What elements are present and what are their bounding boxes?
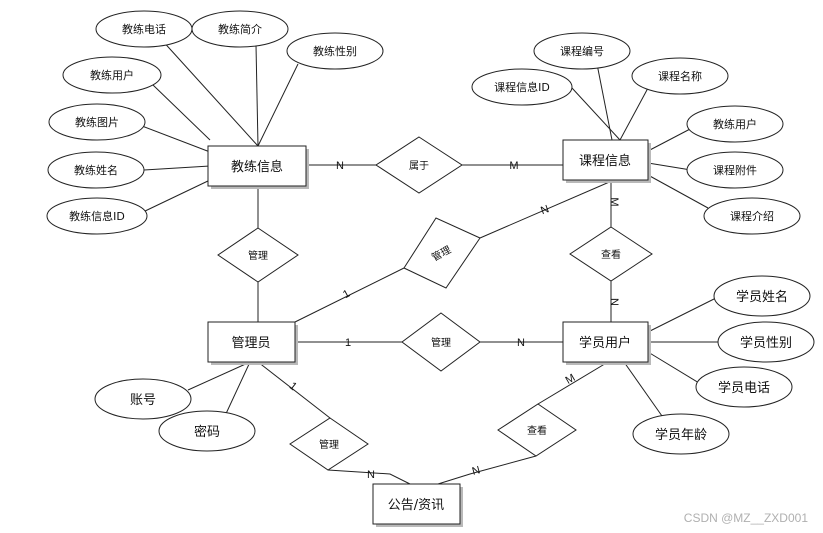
attribute-account-label: 账号: [130, 393, 156, 408]
cardinality-belongs-course: M: [509, 160, 518, 172]
attribute-coach-name: [47, 151, 145, 189]
attribute-coach-gender-label: 教练性别: [313, 44, 357, 58]
attribute-student-phone: [695, 366, 793, 408]
attribute-student-age: [632, 413, 730, 455]
attribute-coach-image: [48, 103, 146, 141]
attribute-coach-gender: [286, 32, 384, 70]
attribute-coach-user: [62, 56, 162, 94]
attribute-student-age-label: 学员年龄: [655, 427, 707, 443]
attribute-course-attachment: [686, 151, 784, 189]
cardinality-manage-student: N: [517, 337, 525, 349]
cardinality-view-student: N: [608, 298, 620, 306]
attribute-coach-id-label: 教练信息ID: [69, 209, 125, 223]
student-attributes: 学员姓名 学员性别 学员电话 学员年龄: [632, 275, 815, 455]
relationship-student-notice: [497, 403, 577, 457]
attribute-course-attachment-label: 课程附件: [713, 163, 757, 177]
attribute-coach-intro-label: 教练简介: [218, 22, 262, 36]
attribute-coach-intro: [191, 10, 289, 48]
cardinality-diag-course: N: [539, 203, 551, 217]
attribute-coach-name-label: 教练姓名: [74, 163, 118, 177]
relationship-admin-coach-label: 管理: [248, 249, 268, 262]
cardinality-student-notice: M: [564, 372, 578, 387]
relationship-admin-notice-label: 管理: [319, 438, 339, 451]
entity-coach: [207, 145, 307, 187]
attribute-account: [94, 378, 192, 420]
coach-attributes: 教练电话 教练简介 教练性别 教练用户 教练图片 教练姓名 教练信息ID: [46, 10, 384, 235]
relationship-student-course: [569, 226, 653, 282]
cardinality-admin-notice: 1: [287, 380, 299, 393]
cardinality-admin-diag: 1: [341, 288, 352, 301]
relationship-belongs: [375, 136, 463, 194]
attribute-student-gender: [717, 321, 815, 363]
attribute-coach-user-label: 教练用户: [90, 68, 134, 82]
attribute-password-label: 密码: [194, 424, 220, 440]
attribute-course-id: [471, 68, 573, 106]
attribute-student-name: [713, 275, 811, 317]
relationship-admin-coach: [217, 227, 299, 283]
attribute-course-no-label: 课程编号: [560, 44, 604, 58]
entity-coach-label: 教练信息: [231, 159, 283, 175]
entity-admin-label: 管理员: [231, 336, 270, 351]
relationships: 属于 管理 管理 查看 管理 管理 查看: [217, 136, 653, 471]
attribute-course-name: [631, 57, 729, 95]
cardinality-manage-notice: N: [367, 469, 375, 481]
attribute-course-id-label: 课程信息ID: [494, 80, 550, 94]
watermark: CSDN @MZ__ZXD001: [684, 511, 809, 525]
admin-attributes: 账号 密码: [94, 378, 256, 452]
relationship-belongs-label: 属于: [409, 160, 429, 172]
attribute-course-desc-label: 课程介绍: [730, 209, 774, 223]
attribute-coach-image-label: 教练图片: [75, 115, 119, 129]
attribute-course-desc: [703, 197, 801, 235]
attribute-coach-id: [46, 197, 148, 235]
entity-course-label: 课程信息: [579, 153, 631, 169]
cardinality-view-notice: N: [471, 464, 482, 478]
attribute-student-phone-label: 学员电话: [718, 380, 770, 396]
course-attributes: 课程编号 课程信息ID 课程名称 教练用户 课程附件 课程介绍: [471, 32, 801, 235]
attribute-course-coach-user-label: 教练用户: [713, 117, 757, 131]
entity-course: [562, 139, 649, 181]
attribute-password: [158, 410, 256, 452]
attribute-course-no: [533, 32, 631, 70]
attribute-student-name-label: 学员姓名: [736, 289, 788, 305]
entity-student-label: 学员用户: [579, 335, 631, 351]
attribute-coach-phone-label: 教练电话: [122, 22, 166, 36]
attribute-course-name-label: 课程名称: [658, 69, 702, 83]
relationship-student-course-label: 查看: [601, 248, 621, 261]
entity-student: [562, 321, 649, 363]
attribute-course-coach-user: [686, 105, 784, 143]
relationship-student-notice-label: 查看: [527, 424, 547, 437]
relationship-admin-student: [401, 312, 481, 372]
entity-notice-label: 公告/资讯: [388, 498, 444, 513]
cardinality-coach-belongs: N: [336, 160, 344, 172]
relationship-admin-notice: [289, 417, 369, 471]
entity-admin: [207, 321, 296, 363]
cardinality-admin-manage: 1: [345, 337, 351, 349]
connector-lines: [141, 37, 718, 485]
relationship-admin-course: [403, 217, 481, 289]
entity-notice: [372, 483, 461, 525]
attribute-student-gender-label: 学员性别: [740, 335, 792, 351]
cardinality-course-view: M: [608, 197, 620, 206]
relationship-admin-student-label: 管理: [431, 336, 451, 349]
entities: 教练信息 课程信息 管理员 学员用户 公告/资讯: [207, 139, 651, 527]
